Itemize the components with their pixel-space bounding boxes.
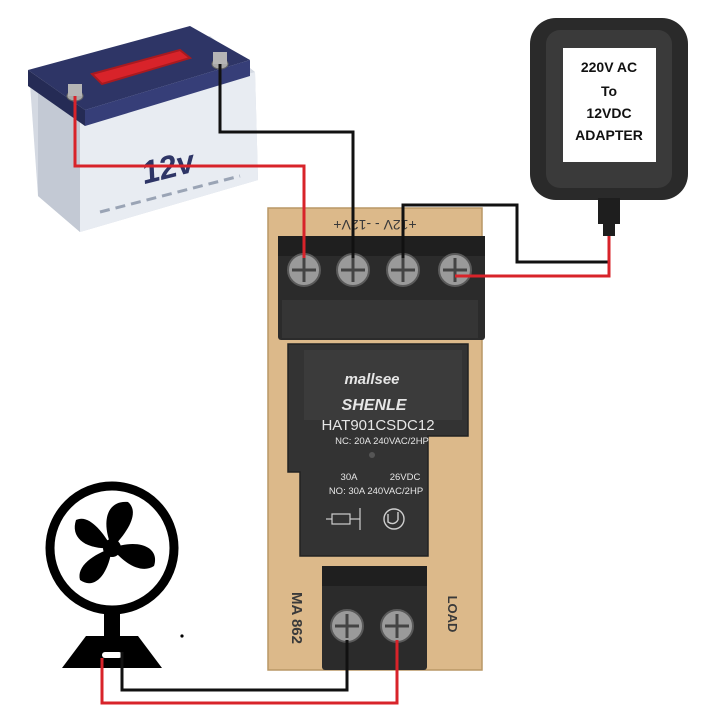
relay-model: HAT901CSDC12 — [321, 417, 434, 434]
relay-model-brand: SHENLE — [342, 397, 408, 414]
relay-no-current: 30A — [341, 472, 359, 483]
load-screw-1[interactable] — [330, 609, 364, 643]
terminal-screw-4[interactable] — [438, 253, 472, 287]
fan-wire-black — [120, 640, 349, 692]
board-side-label: MA 862 — [288, 592, 305, 644]
fan-icon — [45, 481, 184, 668]
board-load-label: LOAD — [445, 596, 460, 633]
load-screw-2[interactable] — [380, 609, 414, 643]
terminal-screw-1[interactable] — [287, 253, 321, 287]
battery-positive-wire — [73, 96, 306, 258]
relay-coil-symbol-icon — [326, 508, 361, 530]
stray-dot — [180, 634, 184, 638]
adapter-line-3: 12VDC — [586, 105, 631, 121]
battery-negative-wire — [218, 64, 355, 258]
car-battery-icon: 12v — [28, 26, 258, 232]
load-terminal-block — [322, 566, 427, 670]
adapter-line-1: 220V AC — [581, 59, 637, 75]
terminal-screw-3[interactable] — [386, 253, 420, 287]
input-terminal-block — [278, 236, 485, 340]
relay: mallsee SHENLE HAT901CSDC12 NC: 20A 240V… — [287, 343, 469, 557]
relay-nc-rating: NC: 20A 240VAC/2HP — [335, 436, 429, 447]
fan-wire-red — [100, 640, 399, 705]
adapter-line-4: ADAPTER — [575, 127, 643, 143]
adapter-positive-wire — [455, 236, 611, 278]
relay-no-rating: NO: 30A 240VAC/2HP — [329, 486, 423, 497]
wall-adapter-icon: 220V AC To 12VDC ADAPTER — [530, 18, 688, 236]
relay-brand: mallsee — [344, 371, 399, 388]
relay-indicator-dot — [369, 452, 375, 458]
adapter-line-2: To — [601, 83, 617, 99]
terminal-screw-2[interactable] — [336, 253, 370, 287]
relay-coil-voltage: 26VDC — [390, 472, 421, 483]
ul-certification-icon — [383, 508, 405, 530]
